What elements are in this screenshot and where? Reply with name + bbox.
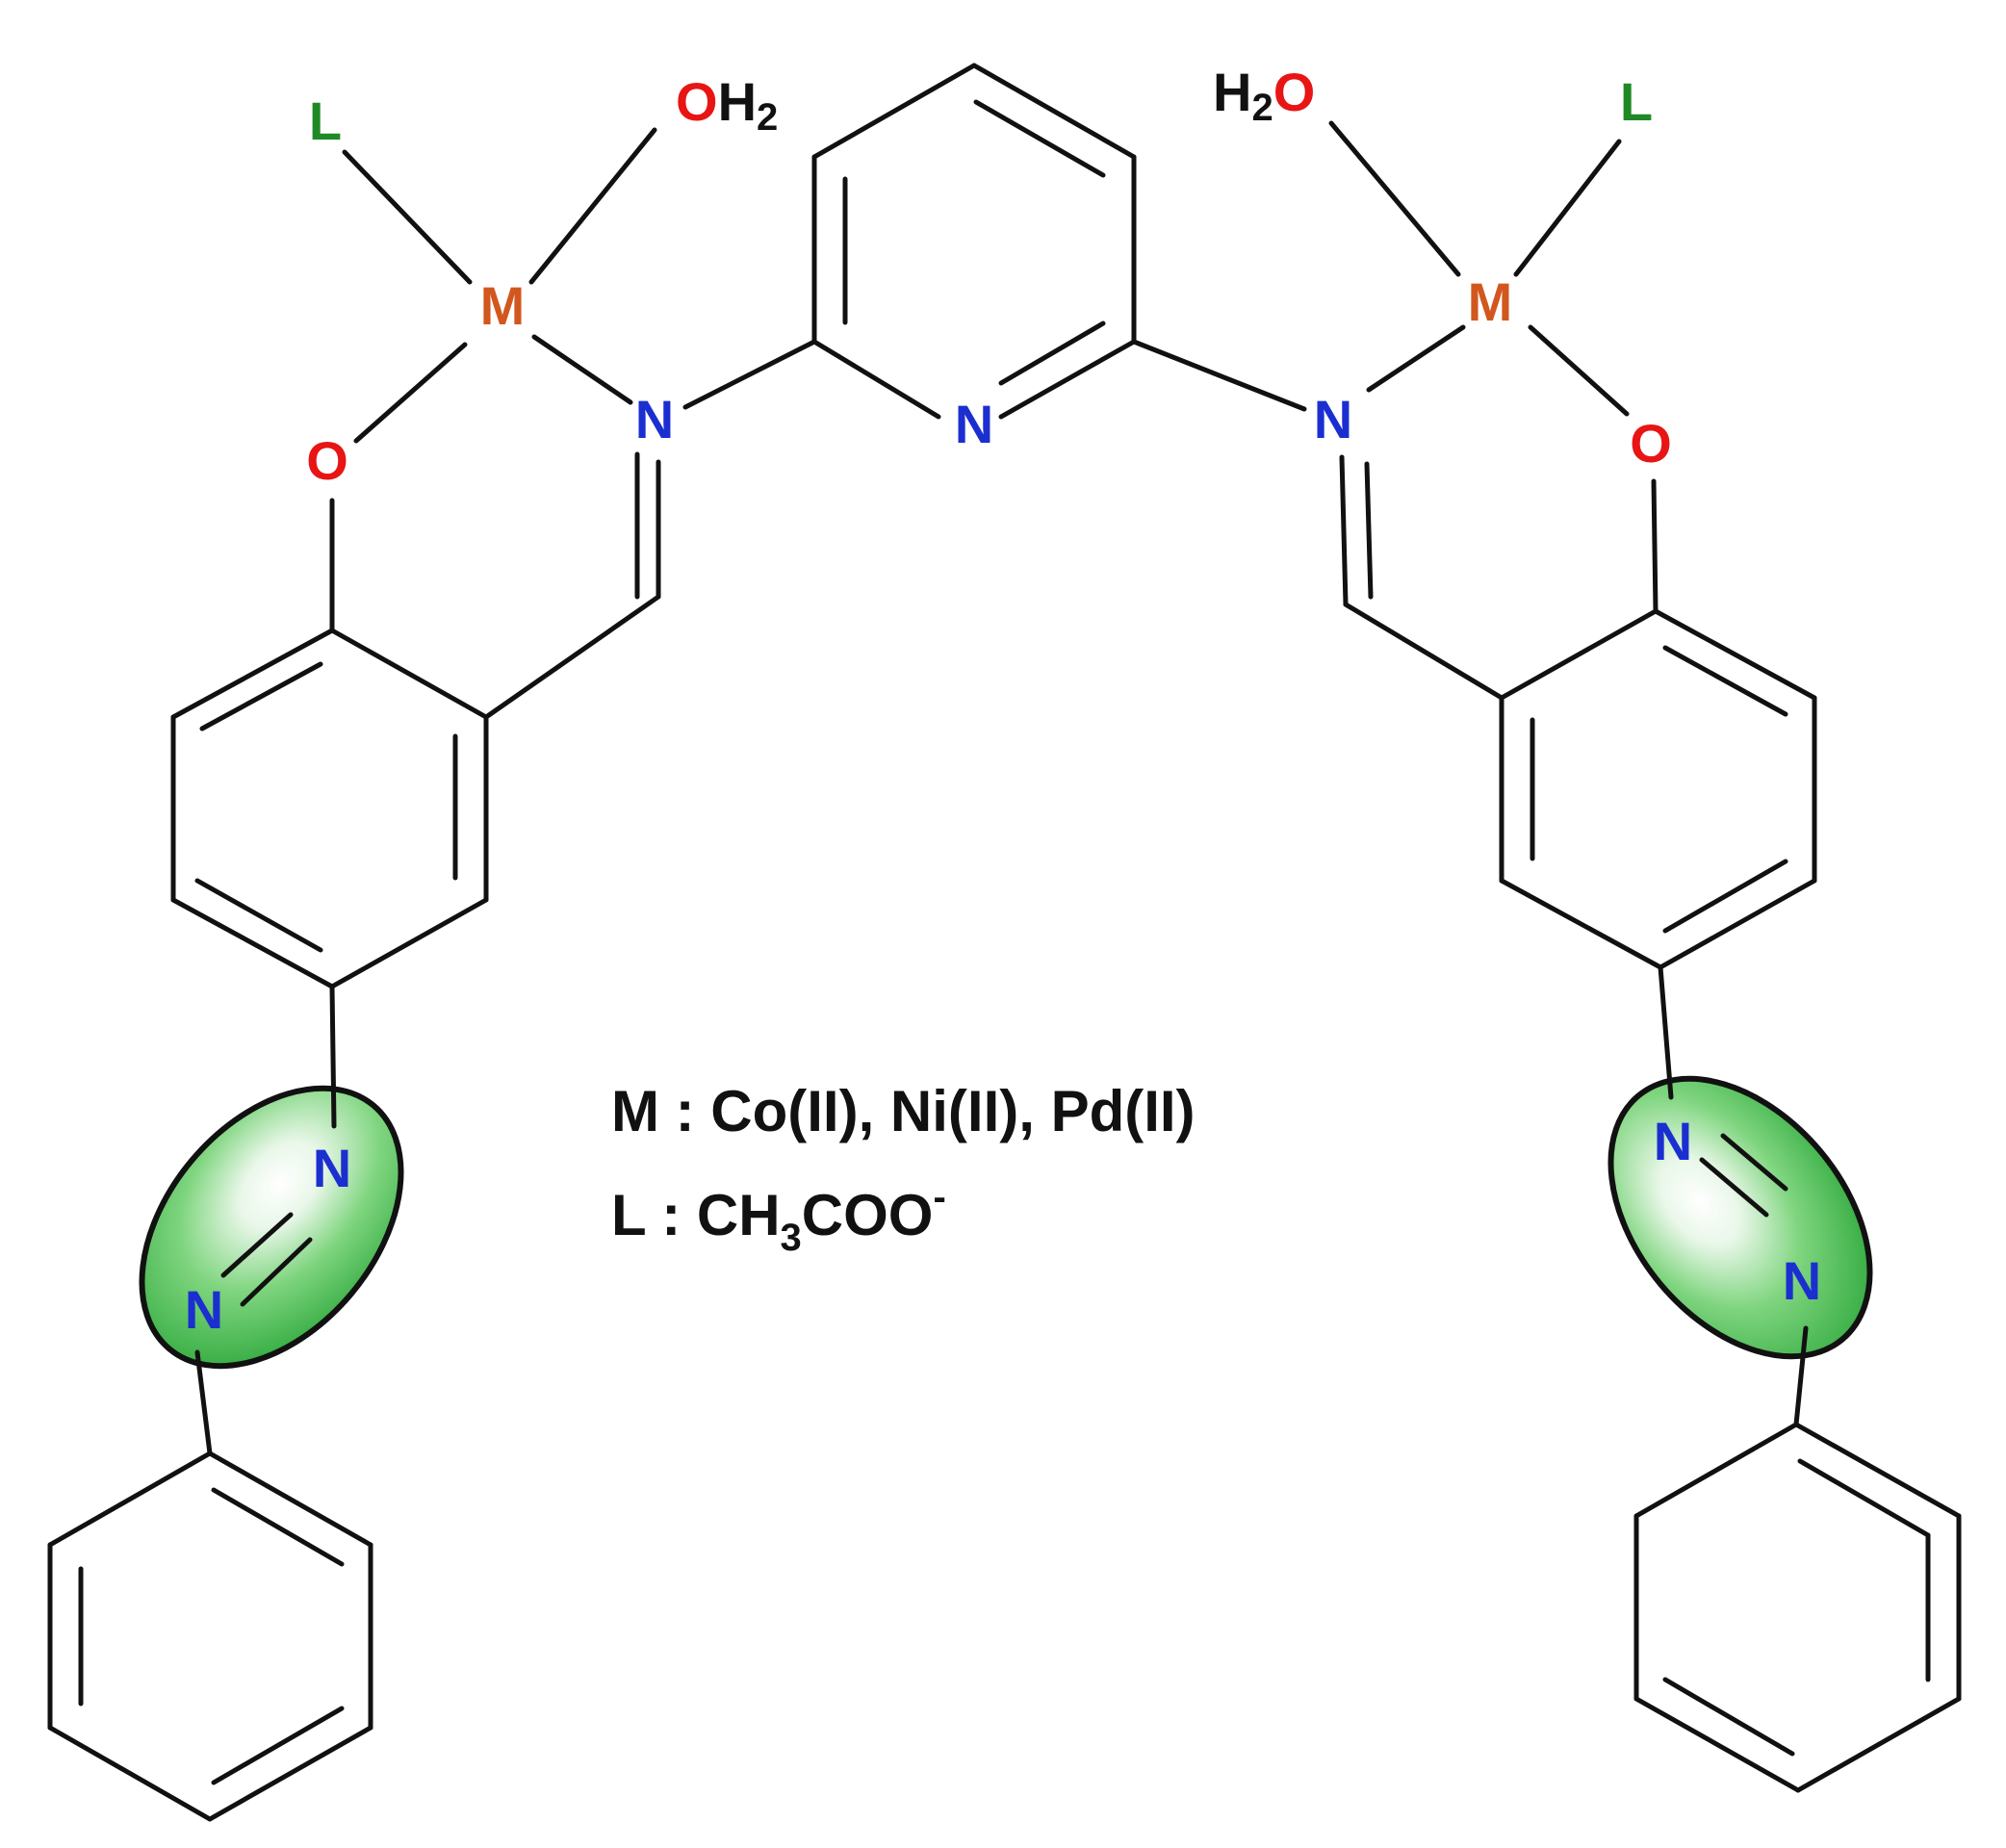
azo-nitrogen-right-2: N [1783, 1250, 1821, 1311]
ligand-right: L [1620, 71, 1653, 132]
pyridine-nitrogen: N [955, 394, 993, 454]
imine-nitrogen-right: N [1314, 389, 1352, 449]
water-ligand-right: H2O [1213, 62, 1315, 129]
metal-left: M [480, 275, 526, 336]
water-h-count-left: 2 [757, 96, 778, 139]
azo-group-highlight-right [1607, 1075, 1873, 1360]
imine-nitrogen-left: N [635, 389, 674, 449]
legend-ligand-prefix: L : CH [611, 1183, 781, 1247]
phenolate-oxygen-left: O [306, 430, 348, 491]
ligand-left: L [309, 90, 342, 151]
legend-metal-line: M : Co(II), Ni(II), Pd(II) [611, 1079, 1196, 1143]
legend-ligand-subscript: 3 [781, 1217, 802, 1259]
water-hydrogen-right: H [1213, 62, 1251, 122]
left-arm-bonds [47, 127, 817, 1822]
metal-right: M [1468, 271, 1513, 332]
water-hydrogen-left: H [718, 71, 757, 132]
azo-nitrogen-left-1: N [313, 1138, 351, 1198]
water-oxygen-right: O [1273, 62, 1316, 122]
right-arm-bonds [1131, 120, 1962, 1793]
azo-nitrogen-left-2: N [185, 1279, 223, 1340]
legend-ligand-mid: COO [802, 1183, 934, 1247]
legend-ligand-line: L : CH3COO- [611, 1176, 946, 1259]
azo-nitrogen-right-1: N [1654, 1111, 1692, 1171]
water-ligand-left: OH2 [676, 71, 778, 139]
pyridine-ring [811, 63, 1137, 420]
azo-group-highlight-left [139, 1085, 404, 1370]
phenolate-oxygen-right: O [1630, 413, 1672, 474]
legend-ligand-charge: - [933, 1176, 945, 1219]
water-oxygen-left: O [676, 71, 718, 132]
water-h-count-right: 2 [1251, 87, 1273, 129]
